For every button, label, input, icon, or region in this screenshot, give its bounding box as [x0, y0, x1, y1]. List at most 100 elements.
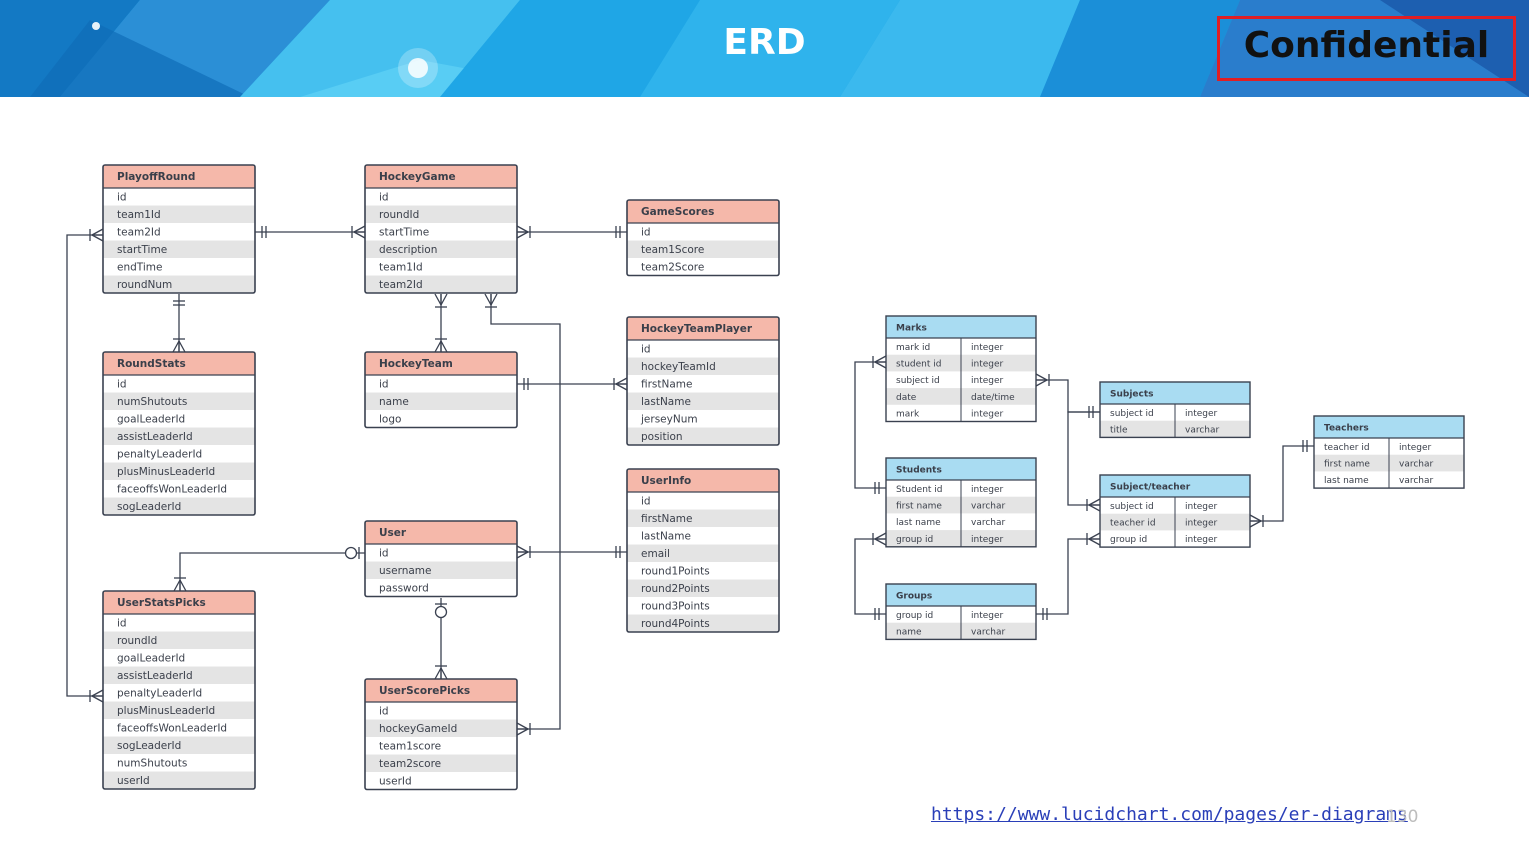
table-header: [365, 679, 517, 702]
many-marker: [1035, 373, 1048, 381]
field-type: varchar: [1399, 460, 1434, 470]
row-stripe: [103, 771, 255, 789]
relationship-line: [179, 552, 365, 591]
many-marker: [434, 293, 442, 306]
many-marker: [874, 361, 887, 369]
field-name: round4Points: [641, 618, 710, 630]
source-link[interactable]: https://www.lucidchart.com/pages/er-diag…: [931, 804, 1408, 825]
slide-title: ERD: [723, 22, 806, 63]
row-stripe: [627, 509, 779, 527]
field-name: hockeyTeamId: [641, 361, 716, 373]
many-marker: [91, 228, 104, 236]
field-name: assistLeaderId: [117, 670, 193, 682]
many-marker: [874, 538, 887, 546]
field-type: date/time: [971, 393, 1015, 403]
many-marker: [1249, 520, 1262, 528]
relationship-line: [854, 538, 886, 615]
field-type: varchar: [971, 518, 1006, 528]
field-name: roundNum: [117, 279, 172, 291]
field-name: name: [379, 396, 409, 408]
confidential-badge: Confidential: [1217, 16, 1516, 81]
field-type: integer: [971, 343, 1004, 353]
table-title: HockeyGame: [379, 171, 456, 183]
many-marker: [1249, 514, 1262, 522]
table-userscorepicks: idhockeyGameIdteam1scoreteam2scoreuserId…: [364, 678, 518, 791]
row-stripe: [103, 392, 255, 410]
table-title: Marks: [896, 324, 927, 334]
table-header: [1314, 416, 1464, 438]
field-name: jerseyNum: [640, 414, 698, 426]
many-marker: [516, 231, 529, 239]
field-name: position: [641, 431, 683, 443]
table-title: Subjects: [1110, 390, 1154, 400]
many-marker: [1088, 504, 1101, 512]
many-marker: [615, 377, 628, 385]
field-name: last name: [1324, 476, 1369, 486]
field-type: integer: [1185, 535, 1218, 545]
field-type: integer: [971, 611, 1004, 621]
field-name: logo: [379, 414, 401, 426]
field-name: subject id: [896, 376, 940, 386]
table-title: UserScorePicks: [379, 685, 470, 697]
table-hockeyteam: id name logo HockeyTeam: [364, 351, 518, 429]
many-marker: [516, 225, 529, 233]
table-title: Teachers: [1324, 424, 1369, 434]
table-title: Students: [896, 466, 942, 476]
field-name: id: [641, 227, 651, 239]
field-name: first name: [1324, 460, 1370, 470]
table-border: [626, 199, 780, 277]
many-marker: [516, 722, 529, 730]
table-header: [627, 317, 779, 340]
relationship-line: [1250, 445, 1314, 522]
table-userinfo: idfirstNamelastNameemailround1Pointsroun…: [626, 468, 780, 633]
table-body: [365, 702, 517, 790]
field-type: varchar: [1399, 476, 1434, 486]
field-name: id: [379, 379, 389, 391]
table-hockeygame: idroundIdstartTimedescriptionteam1Idteam…: [364, 164, 518, 294]
field-name: team1Id: [379, 262, 423, 274]
entity-tables: idteam1Idteam2IdstartTimeendTimeroundNum…: [102, 164, 1465, 791]
table-header: [1100, 382, 1250, 404]
field-name: team2Id: [379, 279, 423, 291]
field-type: integer: [1185, 409, 1218, 419]
field-name: team2score: [379, 758, 441, 770]
field-name: date: [896, 393, 917, 403]
slide-header: ERD Confidential: [0, 0, 1529, 97]
field-name: id: [641, 344, 651, 356]
field-name: mark id: [896, 343, 930, 353]
many-marker: [353, 231, 366, 239]
field-name: title: [1110, 426, 1128, 436]
row-stripe: [103, 666, 255, 684]
table-title: HockeyTeam: [379, 358, 453, 370]
table-border: [1099, 474, 1251, 548]
many-marker: [178, 340, 186, 353]
relationship-line: [1067, 411, 1100, 506]
field-name: goalLeaderId: [117, 653, 185, 665]
table-border: [102, 351, 256, 516]
table-border: [626, 468, 780, 633]
field-name: id: [641, 496, 651, 508]
row-stripe: [627, 392, 779, 410]
field-name: lastName: [641, 396, 691, 408]
field-name: firstName: [641, 513, 693, 525]
field-name: team1Id: [117, 209, 161, 221]
table-border: [364, 164, 518, 294]
relationship-line: [1036, 379, 1100, 413]
table-header: [103, 165, 255, 188]
field-type: varchar: [1185, 426, 1220, 436]
table-title: PlayoffRound: [117, 171, 195, 183]
table-header: [103, 352, 255, 375]
field-name: subject id: [1110, 409, 1154, 419]
field-name: hockeyGameId: [379, 723, 457, 735]
field-name: assistLeaderId: [117, 431, 193, 443]
many-marker: [874, 355, 887, 363]
field-name: startTime: [117, 244, 167, 256]
table-title: RoundStats: [117, 358, 186, 370]
table-title: GameScores: [641, 206, 714, 218]
row-stripe: [627, 579, 779, 597]
row-stripe: [365, 275, 517, 293]
table-hockeyteamplayer: idhockeyTeamIdfirstNamelastNamejerseyNum…: [626, 316, 780, 446]
table-playoffround: idteam1Idteam2IdstartTimeendTimeroundNum…: [102, 164, 256, 294]
table-border: [885, 315, 1037, 423]
field-name: id: [117, 618, 127, 630]
